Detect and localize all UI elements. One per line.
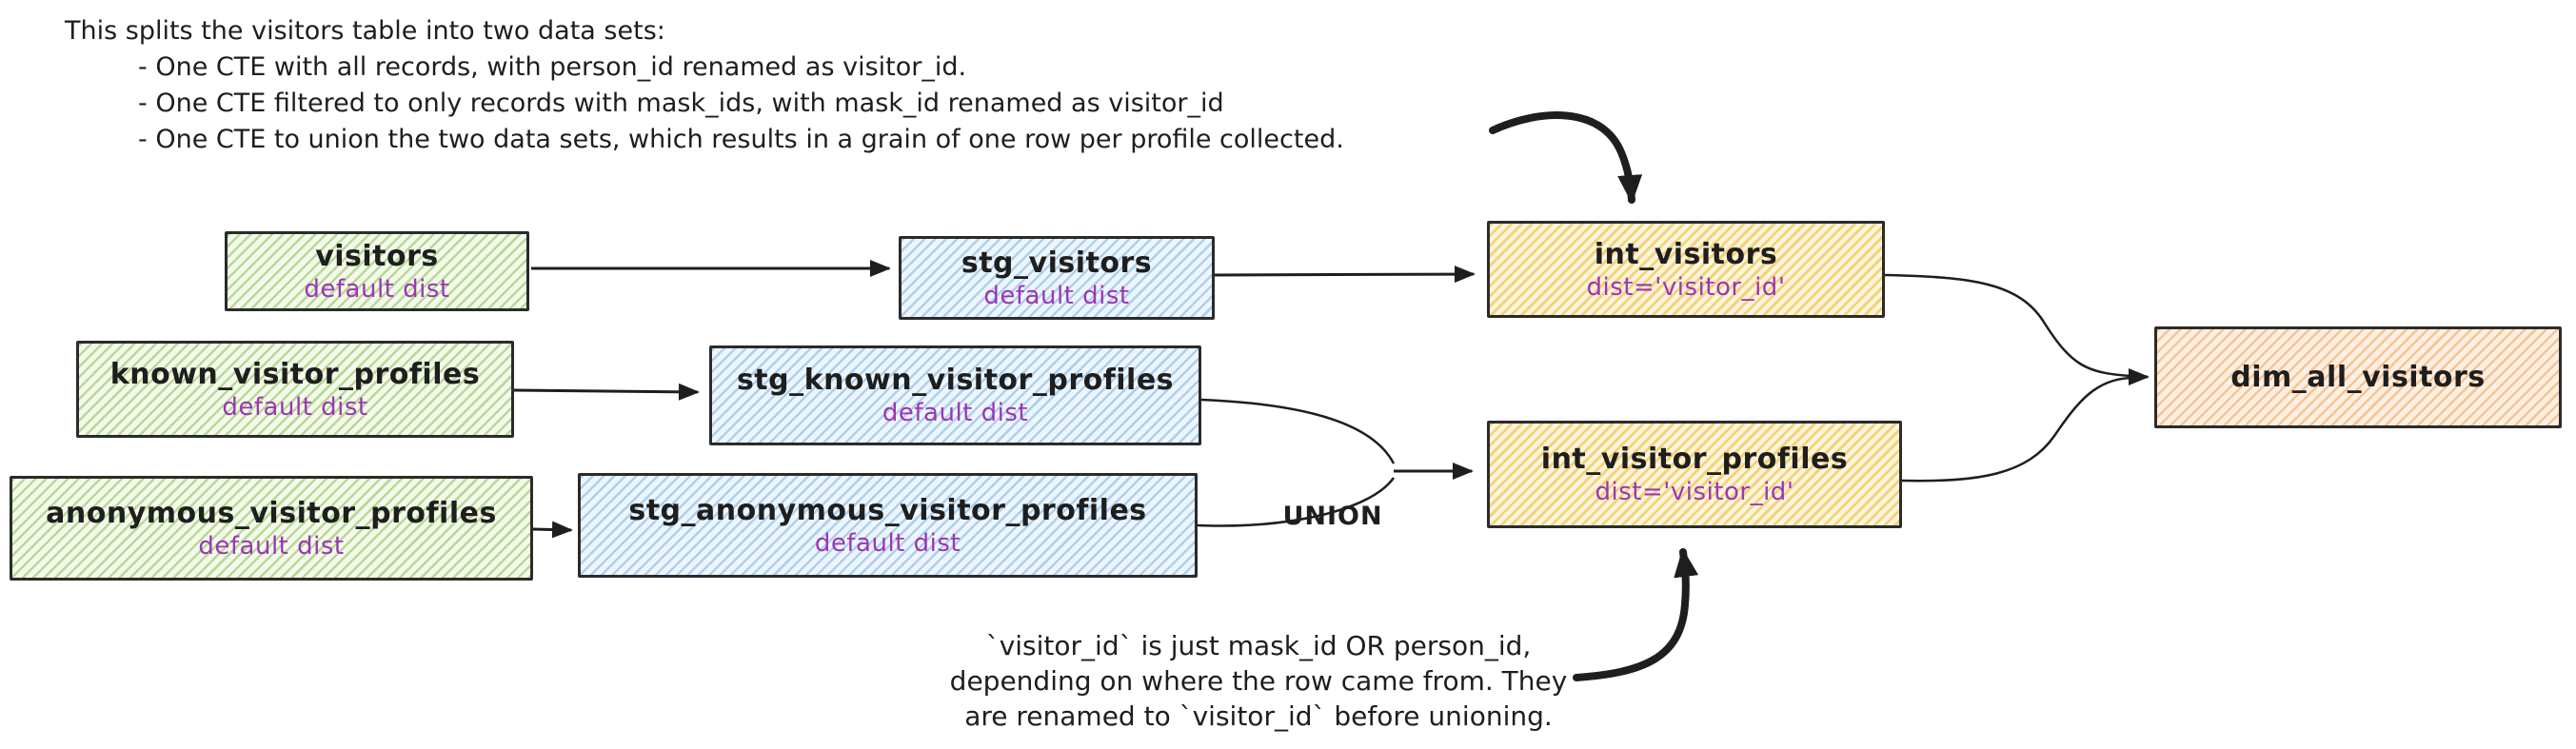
curve-stg-known-to-union [1200, 398, 1396, 464]
node-title: anonymous_visitor_profiles [46, 496, 497, 530]
top-annotation-bullet-2: - One CTE filtered to only records with … [138, 89, 1224, 118]
arrow-anonymous-to-stg-anonymous [532, 521, 573, 539]
top-annotation-intro: This splits the visitors table into two … [65, 16, 665, 46]
node-known-visitor-profiles[interactable]: known_visitor_profiles default dist [76, 341, 514, 438]
node-dist-label: dist='visitor_id' [1586, 272, 1786, 302]
node-dist-label: default dist [983, 281, 1130, 310]
bottom-annotation-line-2: depending on where the row came from. Th… [949, 665, 1568, 697]
node-title: stg_visitors [961, 246, 1153, 280]
bottom-annotation-line-1: `visitor_id` is just mask_id OR person_i… [985, 630, 1532, 661]
node-dist-label: default dist [882, 399, 1029, 427]
node-title: int_visitor_profiles [1540, 443, 1849, 476]
top-annotation-bullet-3: - One CTE to union the two data sets, wh… [138, 125, 1344, 154]
arrow-top-note-to-int-visitors [1489, 111, 1643, 204]
curve-int-visitor-profiles-to-dim [1901, 376, 2131, 483]
node-dist-label: dist='visitor_id' [1595, 478, 1794, 506]
node-visitors[interactable]: visitors default dist [225, 231, 529, 311]
node-title: stg_anonymous_visitor_profiles [628, 493, 1147, 527]
node-int-visitors[interactable]: int_visitors dist='visitor_id' [1487, 221, 1885, 318]
node-dist-label: default dist [814, 528, 961, 558]
node-title: dim_all_visitors [2230, 361, 2486, 394]
node-title: visitors [315, 239, 439, 273]
top-annotation-bullet-1: - One CTE with all records, with person_… [138, 52, 967, 82]
node-int-visitor-profiles[interactable]: int_visitor_profiles dist='visitor_id' [1487, 421, 1902, 528]
node-anonymous-visitor-profiles[interactable]: anonymous_visitor_profiles default dist [10, 476, 533, 581]
node-title: int_visitors [1594, 237, 1778, 271]
bottom-annotation: `visitor_id` is just mask_id OR person_i… [904, 628, 1613, 734]
node-dist-label: default dist [304, 274, 450, 304]
union-label: UNION [1282, 502, 1383, 531]
arrow-stg-visitors-to-int-visitors [1214, 266, 1476, 284]
curve-int-visitors-to-dim [1884, 273, 2131, 378]
node-stg-known-visitor-profiles[interactable]: stg_known_visitor_profiles default dist [709, 345, 1201, 445]
node-dist-label: default dist [198, 531, 345, 561]
node-title: stg_known_visitor_profiles [736, 364, 1175, 397]
node-title: known_visitor_profiles [109, 357, 481, 391]
node-dist-label: default dist [222, 392, 368, 422]
top-annotation: This splits the visitors table into two … [65, 13, 1344, 158]
bottom-annotation-line-3: are renamed to `visitor_id` before union… [964, 700, 1553, 732]
arrow-known-to-stg-known [513, 383, 700, 401]
node-stg-visitors[interactable]: stg_visitors default dist [899, 236, 1215, 320]
node-stg-anonymous-visitor-profiles[interactable]: stg_anonymous_visitor_profiles default d… [578, 473, 1198, 578]
node-dim-all-visitors[interactable]: dim_all_visitors [2154, 326, 2562, 428]
